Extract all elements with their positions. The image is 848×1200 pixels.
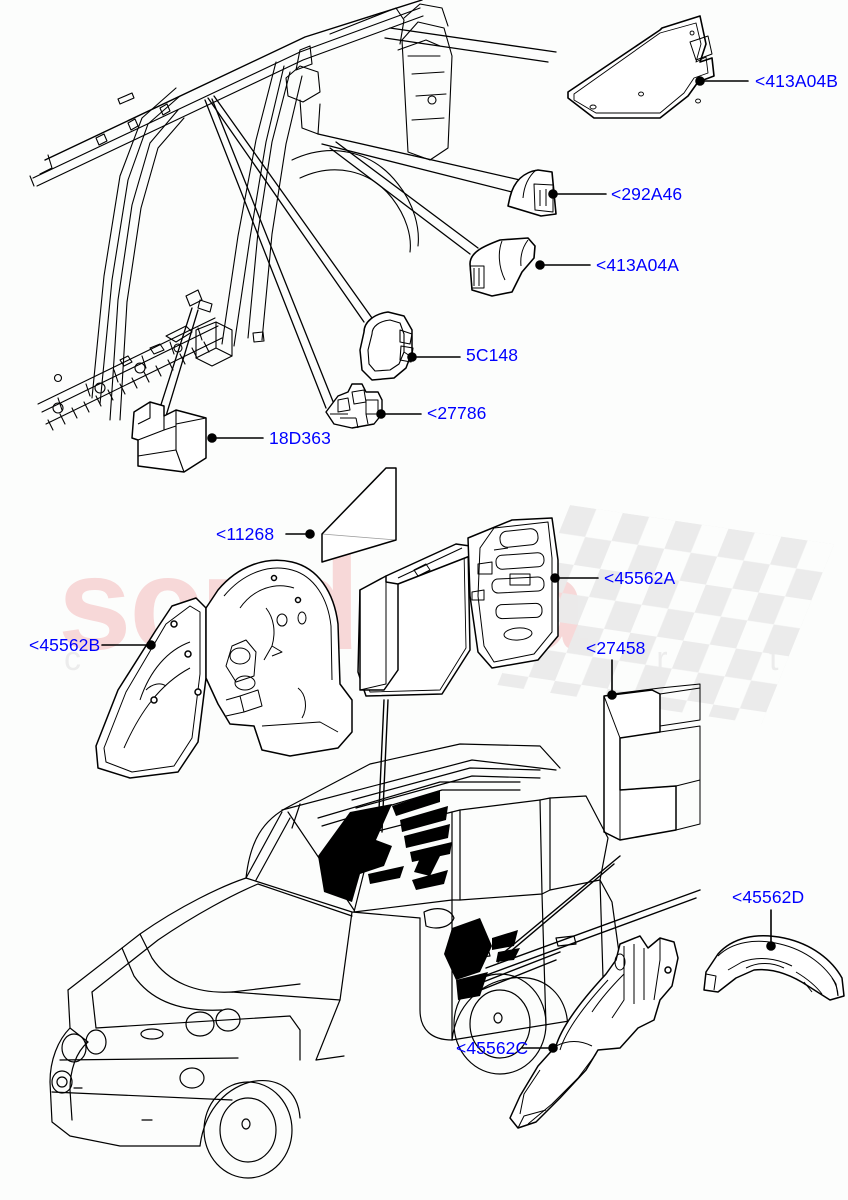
callout-label-27458: <27458	[586, 638, 646, 658]
insulator-11268-sheet	[321, 467, 397, 563]
callout-label-11268: <11268	[216, 524, 275, 544]
callout-label-27786: <27786	[427, 403, 487, 423]
insulator-27458-block	[603, 683, 701, 841]
callout-label-413a04a: <413A04A	[596, 255, 680, 275]
insulator-45562a-panel	[357, 517, 559, 697]
callout-label-292a46: <292A46	[611, 184, 683, 204]
vehicle-insulation-highlight	[318, 790, 520, 1000]
insulator-45562d-arch	[703, 935, 845, 1001]
insulator-45562c-sill	[509, 935, 679, 1129]
insulator-5c148-frame	[359, 311, 414, 381]
callout-label-45562b: <45562B	[29, 635, 101, 655]
leader-lines-upper	[157, 27, 557, 417]
insulator-18d363-block	[131, 401, 207, 473]
body-side-structure	[29, 0, 453, 431]
insulator-27786-bracket	[325, 383, 383, 429]
callout-label-45562c: <45562C	[456, 1038, 529, 1058]
callout-leaders	[101, 76, 776, 1053]
callout-label-18d363: 18D363	[269, 428, 331, 448]
checkered-flag-watermark	[497, 505, 835, 725]
callout-label-45562d: <45562D	[732, 887, 805, 907]
insulator-292a46-clip	[507, 169, 557, 217]
callout-label-5c148: 5C148	[466, 345, 519, 365]
insulator-413a04a-pad	[469, 237, 536, 297]
leader-lines-vehicle	[377, 699, 701, 993]
insulator-45562b-wheelarch	[95, 559, 353, 779]
callout-label-45562a: <45562A	[604, 568, 676, 588]
insulator-413a04b-panel	[567, 15, 715, 119]
callout-label-413a04b: <413A04B	[755, 71, 839, 91]
